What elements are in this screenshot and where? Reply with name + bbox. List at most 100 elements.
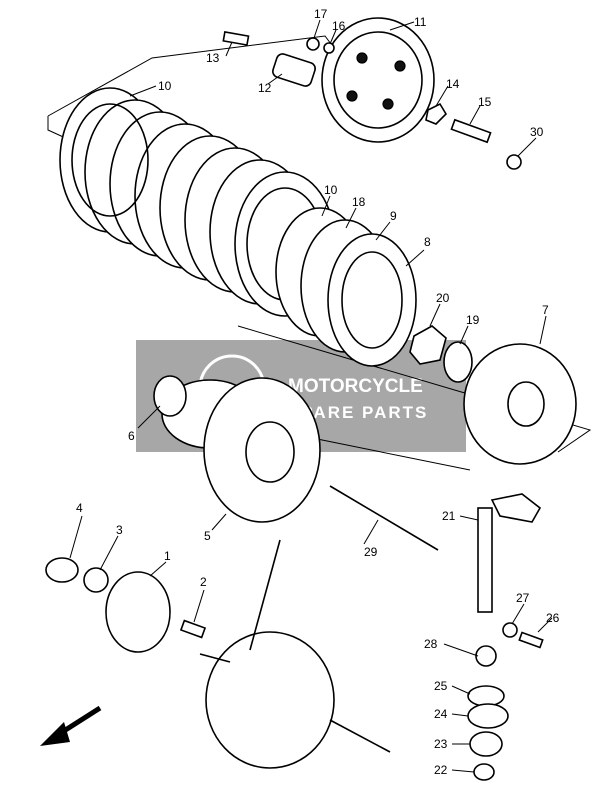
leader-8 [405,249,425,267]
nut-14 [425,102,448,125]
leader-20 [429,303,441,327]
callout-6: 6 [128,429,135,443]
housing-center-gear [245,421,295,483]
crank-shaft-left [199,653,231,663]
callout-5: 5 [204,529,211,543]
key-2 [179,619,207,639]
leader-6 [137,405,161,429]
cushion-and-plates [275,207,417,367]
callout-24: 24 [434,707,448,721]
leader-4 [69,515,83,559]
callout-2: 2 [200,575,207,589]
callout-3: 3 [116,523,123,537]
leader-26 [537,617,553,633]
leader-2 [193,589,205,623]
connecting-rod [249,539,281,651]
boss-area [409,325,577,465]
callout-12: 12 [258,81,272,95]
push-lever-21 [477,493,542,613]
leader-16 [329,29,337,45]
clutch-spring-12 [272,53,316,87]
lever-arm [490,493,542,523]
callout-22: 22 [434,763,448,777]
plate-inner-ring [71,103,149,217]
callout-labels: 13 12 17 16 11 14 15 30 10 10 18 9 8 20 … [76,7,560,777]
leader-5 [211,513,227,531]
washer-17 [306,37,320,51]
pressure-plate-11 [321,17,435,143]
screw-26 [518,631,544,649]
callout-14: 14 [446,77,460,91]
crank-web [205,631,335,769]
leader-9 [375,221,391,241]
callout-11: 11 [414,15,427,29]
small-parts-top [222,31,522,170]
leader-22 [451,769,475,773]
leader-19 [459,325,469,345]
callout-16: 16 [332,19,346,33]
clutch-boss-hub [507,381,545,427]
pressure-plate-disc [321,17,435,143]
leader-27 [511,603,525,625]
leader-17 [313,19,321,39]
lock-washer-19 [443,341,473,383]
watermark-line1: MOTORCYCLE [288,376,423,397]
leader-21 [459,515,479,521]
primary-driven-gear [203,377,321,523]
leader-29 [363,519,379,545]
ball-30 [506,154,522,170]
callout-9: 9 [390,209,397,223]
leader-12 [267,73,283,85]
callout-21: 21 [442,509,456,523]
lever-shaft [477,507,493,613]
bearing-23 [469,731,503,757]
boss-hole-1 [356,52,368,64]
callout-20: 20 [436,291,450,305]
callout-19: 19 [466,313,480,327]
callout-27: 27 [516,591,530,605]
leader-11 [389,21,415,31]
callout-15: 15 [478,95,492,109]
leader-1 [149,561,167,577]
clutch-housing-5 [153,375,321,523]
callout-1: 1 [164,549,171,563]
watermark-line2: SPARE PARTS [288,403,428,422]
callout-7: 7 [542,303,549,317]
boss-hole-2 [394,60,406,72]
boss-hole-3 [382,98,394,110]
callout-23: 23 [434,737,448,751]
leader-28 [443,643,479,657]
leader-14 [435,85,449,107]
primary-drive-gear-1 [105,571,171,653]
push-rod-body [329,485,439,551]
leader-18 [345,207,357,229]
circlip-22 [473,763,495,781]
pressure-plate-inner [333,31,423,129]
nut-20 [409,325,447,365]
callout-25: 25 [434,679,448,693]
callout-4: 4 [76,501,83,515]
crank-shaft-end [329,719,391,753]
spring-28 [475,645,497,667]
leader-3 [99,535,119,571]
leader-10a [129,85,157,97]
pressure-ring-inner [341,251,403,349]
oil-seal-25 [467,685,505,707]
bolt-13 [222,31,250,46]
callout-28: 28 [424,637,438,651]
callout-10-upper: 10 [158,79,172,93]
nut-16 [323,42,335,54]
push-rod-15 [450,118,492,144]
callout-26: 26 [546,611,560,625]
small-parts-bottom [467,622,544,781]
leader-15 [469,105,481,125]
clutch-plate-stack [59,87,336,317]
clutch-boss-7 [463,343,577,465]
bearing-6 [153,375,187,417]
lock-washer-3 [83,567,109,593]
leader-7 [539,315,547,345]
leader-30 [517,137,537,157]
callout-17: 17 [314,7,328,21]
callout-8: 8 [424,235,431,249]
